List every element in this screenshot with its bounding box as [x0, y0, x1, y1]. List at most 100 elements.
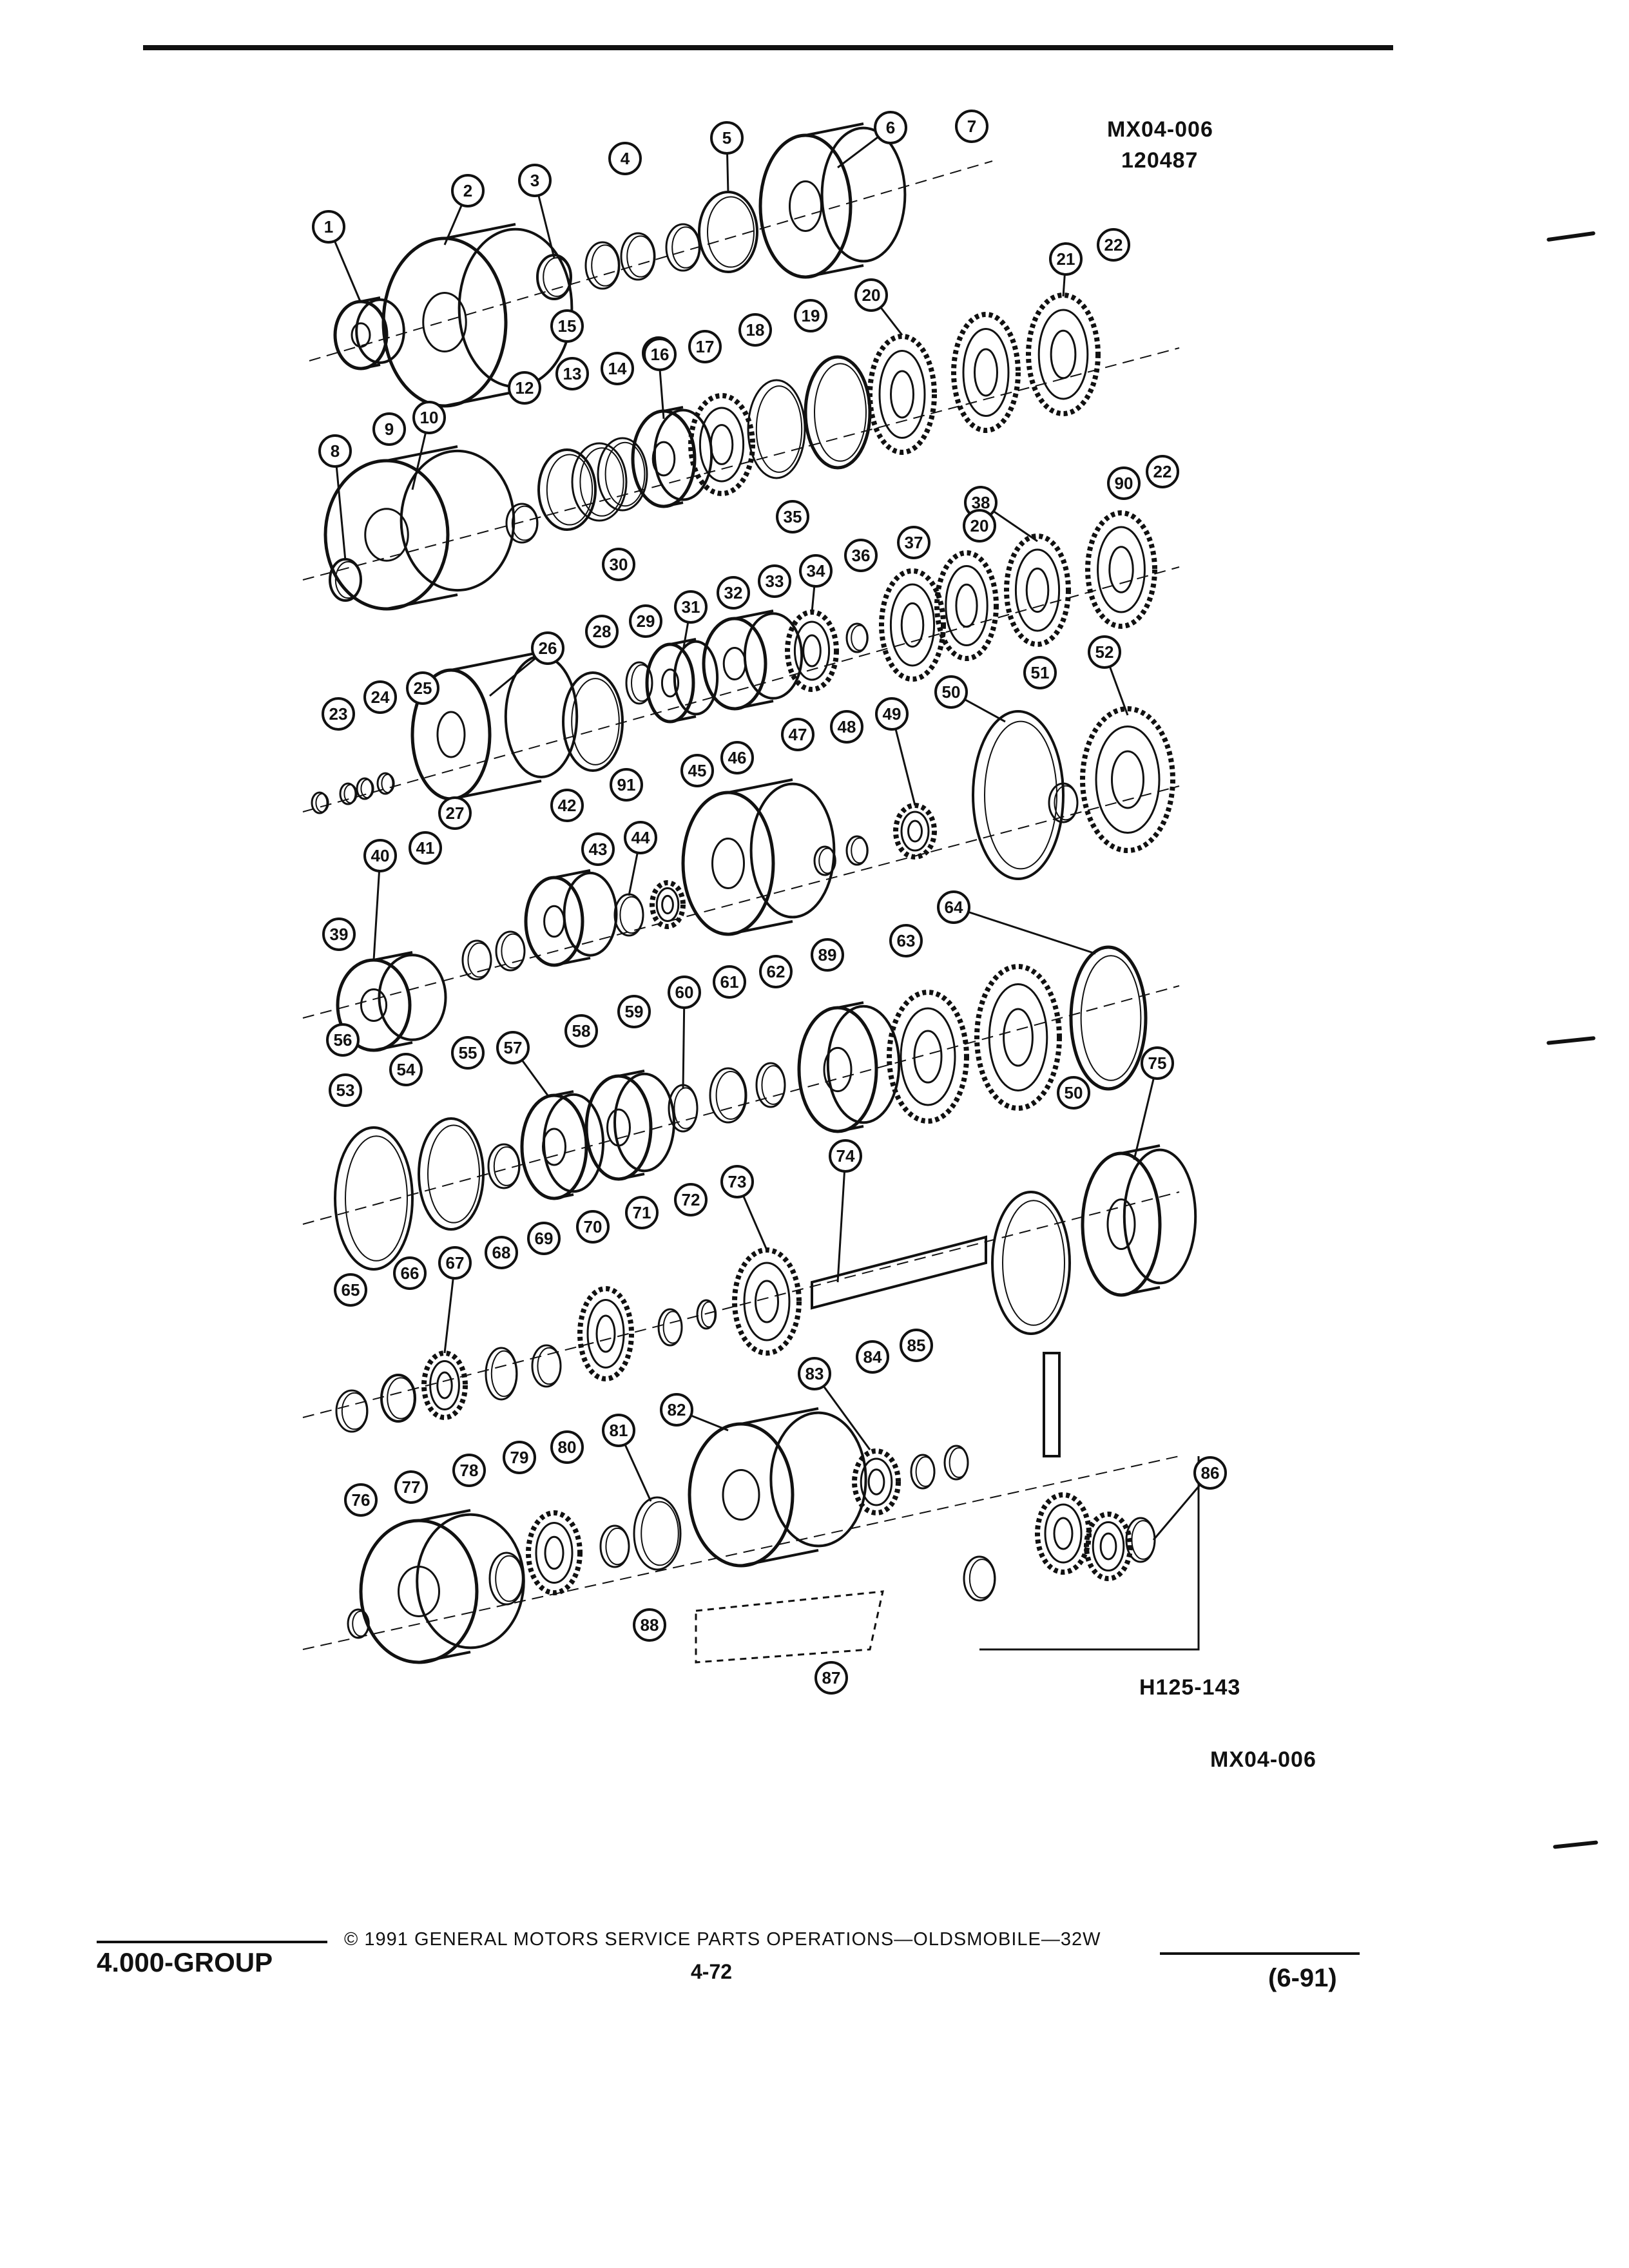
spring-17: [688, 393, 755, 496]
callout-circle: [937, 890, 970, 924]
illustration-code: H125-143: [1139, 1675, 1241, 1700]
callout-number: 17: [696, 337, 715, 356]
callout-circle: [581, 832, 615, 866]
callout-number: 53: [336, 1081, 355, 1100]
washer-41: [461, 939, 492, 981]
callout-circle: [485, 1236, 518, 1269]
callout-circle: [889, 924, 923, 957]
seal-12: [537, 448, 597, 531]
callout-circle: [389, 1053, 423, 1086]
bracket-86: [979, 1456, 1200, 1651]
callout-number: 76: [352, 1490, 371, 1510]
callout-circle: [372, 412, 406, 446]
row-axis: [302, 785, 1180, 1019]
callout-circle: [412, 401, 446, 434]
callout-circle: [955, 110, 988, 143]
callout-number: 74: [836, 1146, 855, 1166]
ring-68: [485, 1347, 518, 1401]
callout-78: 78: [452, 1454, 486, 1487]
callout-number: 91: [617, 775, 636, 794]
callout-circle: [844, 539, 878, 572]
callout-74: 74: [829, 1139, 862, 1173]
callout-31: 31: [674, 590, 708, 624]
footer-group: 4.000-GROUP: [97, 1947, 273, 1977]
callout-20: 20: [963, 509, 996, 543]
plate-21: [951, 312, 1021, 433]
piston-57: [520, 1090, 604, 1200]
callout-circle: [617, 995, 651, 1028]
callout-circle: [438, 1246, 472, 1280]
callout-number: 23: [329, 704, 348, 724]
washer-42: [495, 930, 526, 972]
case-77: [359, 1509, 525, 1664]
callout-40: 40: [363, 839, 397, 872]
callout-number: 40: [371, 846, 390, 865]
callout-circle: [518, 164, 552, 197]
callout-number: 80: [558, 1437, 577, 1457]
callout-4: 4: [608, 142, 642, 175]
callout-83: 83: [798, 1357, 831, 1390]
callout-circle: [555, 357, 589, 390]
callout-number: 24: [371, 687, 390, 707]
callout-12: 12: [508, 371, 541, 405]
race-32: [702, 610, 804, 711]
callout-circle: [713, 965, 746, 999]
callout-circle: [394, 1470, 428, 1504]
bushing-11: [505, 503, 539, 544]
callout-50: 50: [1057, 1076, 1090, 1110]
seal-13: [571, 442, 628, 522]
washer-84: [910, 1454, 936, 1490]
row-axis: [302, 347, 1180, 581]
leader-line: [836, 1155, 847, 1283]
callout-number: 21: [1057, 249, 1075, 269]
callout-circle: [326, 1023, 360, 1057]
callout-2: 2: [451, 174, 485, 207]
callout-circle: [452, 1454, 486, 1487]
callout-number: 7: [967, 117, 976, 136]
callout-79: 79: [503, 1441, 536, 1474]
callout-42: 42: [550, 789, 584, 822]
seal-61: [755, 1062, 786, 1108]
callout-number: 38: [972, 493, 990, 512]
callout-80: 80: [550, 1430, 584, 1464]
callout-number: 8: [331, 441, 340, 461]
callout-7: 7: [955, 110, 988, 143]
callout-number: 69: [535, 1229, 554, 1248]
callout-60: 60: [668, 975, 701, 1009]
callout-number: 84: [863, 1347, 882, 1367]
callout-67: 67: [438, 1246, 472, 1280]
callout-circle: [508, 371, 541, 405]
callout-number: 70: [584, 1217, 602, 1236]
snap-ring-18: [747, 379, 806, 479]
seal-4b: [620, 232, 656, 281]
callout-circle: [688, 330, 722, 363]
callout-number: 60: [675, 983, 694, 1002]
ring-54: [418, 1117, 485, 1231]
callout-number: 13: [563, 364, 582, 383]
bushing-69: [531, 1344, 562, 1388]
callout-circle: [738, 313, 772, 347]
callout-number: 48: [838, 717, 856, 736]
figure-code: MX04-006: [1210, 1747, 1316, 1772]
callout-15: 15: [550, 309, 584, 343]
plate-19: [804, 355, 872, 470]
callout-91: 91: [610, 768, 643, 802]
callout-number: 5: [722, 128, 731, 148]
callout-48: 48: [830, 710, 863, 744]
callout-29: 29: [629, 604, 662, 638]
washer-25: [376, 772, 395, 795]
callout-circle: [799, 554, 833, 588]
footer-page-number: 4-72: [691, 1960, 733, 1983]
callout-circle: [830, 710, 863, 744]
callout-circle: [550, 789, 584, 822]
callout-5: 5: [710, 121, 744, 155]
callout-number: 67: [446, 1253, 465, 1273]
callout-number: 32: [724, 583, 743, 602]
callout-number: 54: [397, 1060, 416, 1079]
bearing-51: [1048, 782, 1079, 823]
callout-36: 36: [844, 539, 878, 572]
callout-circle: [758, 564, 791, 598]
callout-circle: [576, 1210, 610, 1244]
callout-number: 51: [1031, 663, 1050, 682]
plate-90: [1085, 510, 1157, 629]
